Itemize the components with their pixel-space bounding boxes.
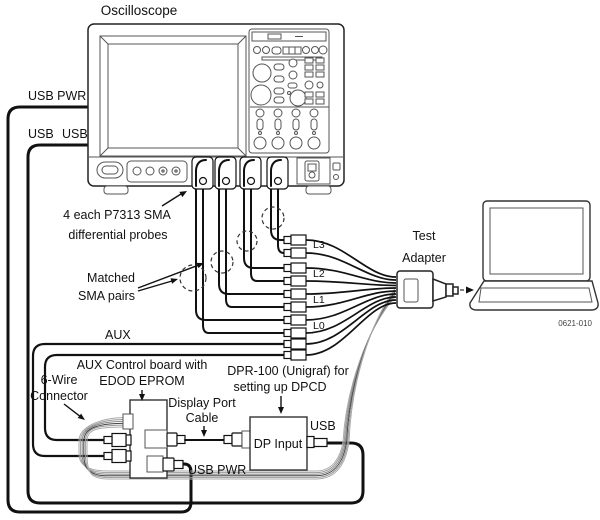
label-matched-1: Matched <box>87 271 135 285</box>
display-port-cable <box>166 430 251 449</box>
sma-connector <box>283 301 307 313</box>
label-test-adapter-1: Test <box>413 229 436 243</box>
sma-connector <box>283 338 307 350</box>
scope-foot-left <box>103 185 129 195</box>
probe-2 <box>214 156 237 190</box>
label-lane-l3: L3 <box>313 239 325 251</box>
arrowhead-to-laptop <box>466 286 474 294</box>
dpr-100-box <box>249 416 328 471</box>
probe-3 <box>239 156 262 190</box>
label-dpr-2: setting up DPCD <box>233 380 326 394</box>
label-dpr-1: DPR-100 (Unigraf) for <box>227 364 349 378</box>
scope-knob <box>252 63 272 83</box>
laptop-base <box>469 280 599 311</box>
label-dp-cable-2: Cable <box>186 411 219 425</box>
label-dp-cable-1: Display Port <box>168 396 236 410</box>
sma-connector <box>283 288 307 300</box>
aux-control-board <box>103 399 251 479</box>
label-aux: AUX <box>105 328 131 342</box>
label-aux-board-1: AUX Control board with <box>77 358 208 372</box>
sma-connector <box>283 275 307 287</box>
scope-side-port <box>332 162 341 171</box>
scope-side-port <box>333 174 339 180</box>
laptop <box>469 200 599 311</box>
matched-pair-markers <box>179 206 285 292</box>
board-sma-plug-bottom <box>103 448 132 464</box>
sma-connector <box>283 327 307 339</box>
probe-1 <box>191 156 214 190</box>
label-probes-2: differential probes <box>68 228 167 242</box>
probe-cables <box>195 188 285 334</box>
cable-usb-pwr <box>6 105 193 514</box>
scope-foot-right <box>305 185 332 195</box>
adapter-fan-wires <box>305 239 397 356</box>
six-wire-bundle <box>78 288 396 480</box>
label-usb-pwr-bottom: USB PWR <box>188 463 246 477</box>
figure-number: 0621-010 <box>558 319 592 328</box>
label-usb-left: USB <box>28 127 54 141</box>
test-adapter <box>396 270 474 309</box>
dpr-usb-port <box>306 435 328 449</box>
sma-connector <box>283 262 307 274</box>
laptop-keyboard <box>478 287 593 303</box>
annotation-arrows <box>63 191 284 437</box>
probes <box>191 156 289 190</box>
sma-connector <box>283 234 307 246</box>
label-usb-right: USB <box>62 127 88 141</box>
label-test-adapter-2: Adapter <box>402 251 446 265</box>
board-sma-plug-top <box>103 432 132 448</box>
label-six-wire-2: Connector <box>30 389 88 403</box>
scope-screen <box>99 35 247 157</box>
probe-4 <box>266 156 289 190</box>
sma-connector <box>283 314 307 326</box>
label-probes-1: 4 each P7313 SMA <box>63 208 171 222</box>
cable-usb <box>26 143 365 505</box>
aux-wires <box>31 342 284 458</box>
board-dp-port <box>144 429 168 449</box>
oscilloscope <box>87 23 345 195</box>
label-six-wire-1: 6-Wire <box>41 373 78 387</box>
label-usb-dpr: USB <box>310 419 336 433</box>
scope-front-strip <box>88 156 344 185</box>
label-lane-l2: L2 <box>313 268 325 280</box>
sma-connector <box>283 349 307 361</box>
board-usb-pwr-port <box>146 455 184 473</box>
label-usb-pwr-top: USB PWR <box>28 89 86 103</box>
scope-channel-strips <box>253 108 321 150</box>
label-lane-l0: L0 <box>313 320 325 332</box>
scope-control-panel <box>248 28 330 154</box>
scope-knob <box>289 89 307 107</box>
sma-connectors <box>283 234 307 361</box>
sma-connector <box>283 247 307 259</box>
six-wire-connector <box>122 413 134 430</box>
diagram-title: Oscilloscope <box>101 3 178 18</box>
label-dp-input: DP Input <box>254 437 303 451</box>
label-aux-board-2: EDOD EPROM <box>99 374 184 388</box>
scope-knob <box>250 84 272 106</box>
label-lane-l1: L1 <box>313 294 325 306</box>
label-matched-2: SMA pairs <box>78 289 135 303</box>
